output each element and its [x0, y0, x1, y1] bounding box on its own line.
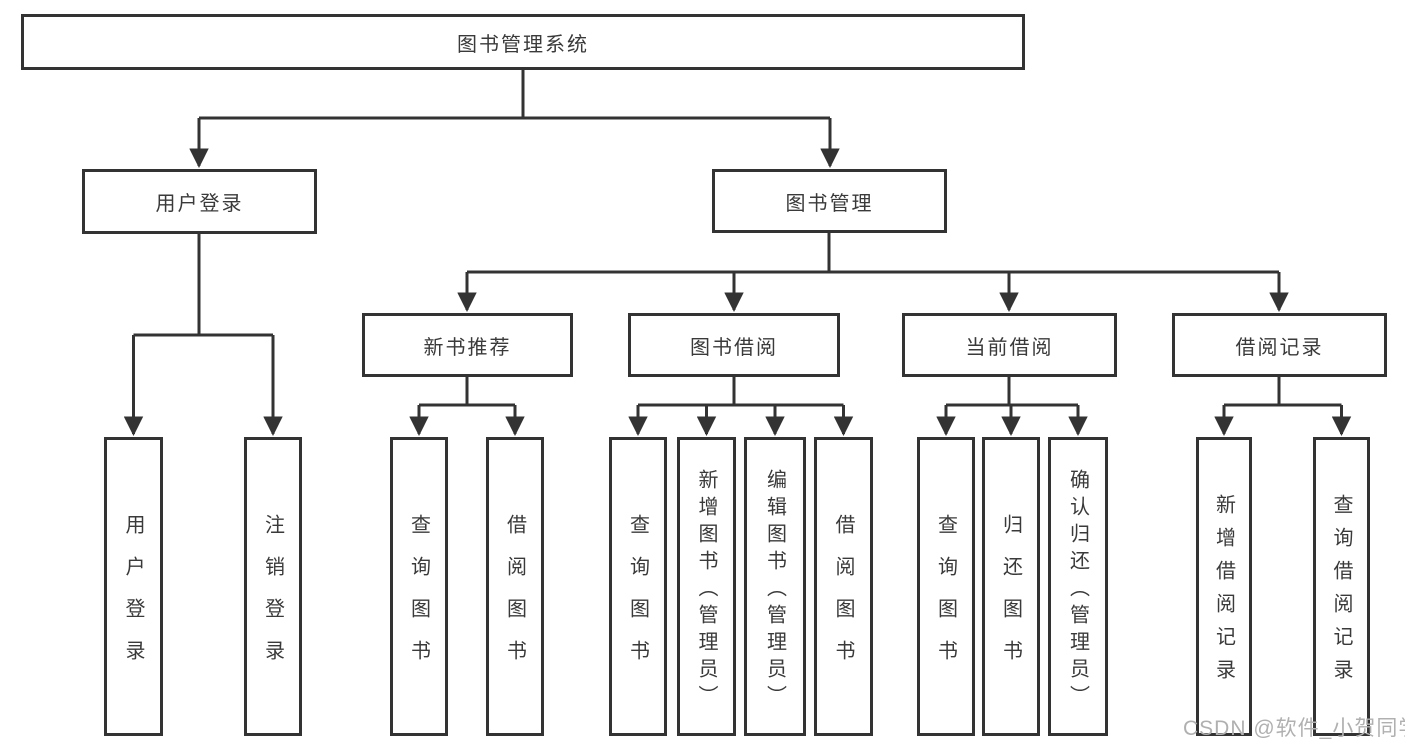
leaf-label: 确认归还（管理员） [1066, 468, 1089, 712]
leaf-borrow-books-borrow: 借阅图书 [814, 437, 873, 736]
leaf-query-books-recommend: 查询图书 [390, 437, 448, 736]
node-label: 图书借阅 [690, 336, 778, 359]
leaf-query-books-borrow: 查询图书 [609, 437, 667, 736]
node-user-login: 用户登录 [82, 169, 317, 234]
node-label: 借阅记录 [1235, 336, 1324, 359]
node-borrow-records: 借阅记录 [1172, 313, 1387, 377]
node-label: 用户登录 [155, 193, 244, 215]
watermark: CSDN @软件_小贺同学 [1183, 717, 1405, 740]
leaf-label: 查询图书 [626, 513, 649, 682]
leaf-query-borrow-record: 查询借阅记录 [1313, 437, 1370, 736]
leaf-return-books: 归还图书 [982, 437, 1040, 736]
node-current-borrow: 当前借阅 [902, 313, 1117, 377]
leaf-label: 新增借阅记录 [1212, 494, 1235, 692]
node-library-management-system: 图书管理系统 [21, 14, 1025, 70]
leaf-label: 借阅图书 [503, 513, 526, 682]
node-label: 图书管理系统 [457, 33, 589, 56]
leaf-label: 归还图书 [999, 513, 1022, 682]
node-label: 图书管理 [785, 192, 874, 215]
leaf-label: 查询借阅记录 [1330, 494, 1352, 692]
leaf-add-borrow-record: 新增借阅记录 [1196, 437, 1252, 736]
leaf-label: 借阅图书 [832, 513, 854, 682]
leaf-add-books-admin: 新增图书（管理员） [677, 437, 736, 736]
leaf-label: 查询图书 [934, 513, 957, 682]
leaf-label: 新增图书（管理员） [695, 468, 717, 712]
leaf-borrow-books-recommend: 借阅图书 [486, 437, 544, 736]
leaf-label: 编辑图书（管理员） [763, 468, 786, 712]
node-label: 新书推荐 [423, 336, 512, 359]
leaf-label: 注销登录 [261, 513, 284, 682]
node-label: 当前借阅 [965, 336, 1054, 359]
node-new-book-recommend: 新书推荐 [362, 313, 573, 377]
leaf-edit-books-admin: 编辑图书（管理员） [744, 437, 806, 736]
leaf-label: 查询图书 [407, 513, 430, 682]
node-book-borrow: 图书借阅 [628, 313, 840, 377]
leaf-query-books-current: 查询图书 [917, 437, 975, 736]
leaf-confirm-return-admin: 确认归还（管理员） [1048, 437, 1108, 736]
node-book-management: 图书管理 [712, 169, 947, 233]
leaf-user-login: 用户登录 [104, 437, 163, 736]
leaf-logout-login: 注销登录 [244, 437, 302, 736]
leaf-label: 用户登录 [122, 513, 144, 682]
